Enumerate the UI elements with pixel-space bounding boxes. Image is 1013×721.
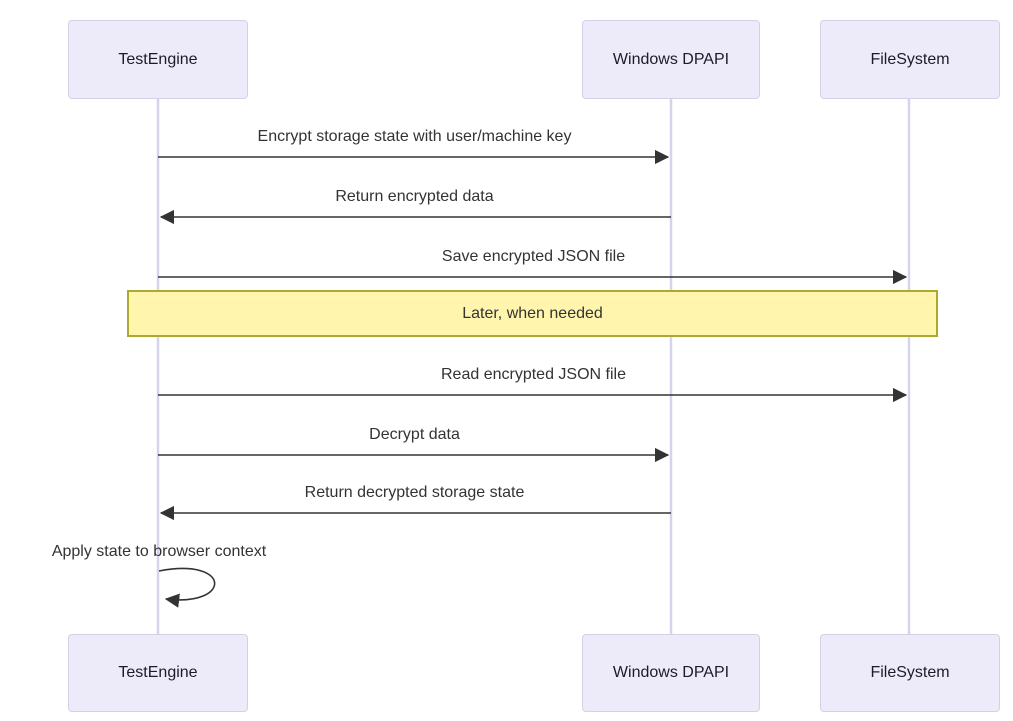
actor-top-windows-dpapi: Windows DPAPI <box>582 20 760 99</box>
actor-label: Windows DPAPI <box>612 50 730 68</box>
message-label-return-decrypted: Return decrypted storage state <box>304 484 525 501</box>
actor-bottom-filesystem: FileSystem <box>820 634 1000 712</box>
actor-top-testengine: TestEngine <box>68 20 248 99</box>
message-label-read-json: Read encrypted JSON file <box>441 366 626 383</box>
note-later-when-needed: Later, when needed <box>127 290 938 337</box>
message-label-return-encrypted: Return encrypted data <box>335 188 494 205</box>
actor-label: FileSystem <box>870 664 950 681</box>
actor-label: TestEngine <box>118 664 198 681</box>
message-label-save-json: Save encrypted JSON file <box>441 248 626 265</box>
actor-bottom-testengine: TestEngine <box>68 634 248 712</box>
actor-label: Windows DPAPI <box>612 664 730 681</box>
message-label-encrypt: Encrypt storage state with user/machine … <box>257 128 572 145</box>
actor-label: FileSystem <box>870 50 950 68</box>
actor-top-filesystem: FileSystem <box>820 20 1000 99</box>
message-label-apply-state: Apply state to browser context <box>51 543 267 560</box>
message-arrow-self-loop <box>158 567 216 608</box>
message-label-decrypt: Decrypt data <box>369 426 460 443</box>
actor-label: TestEngine <box>118 50 198 68</box>
note-label: Later, when needed <box>462 304 603 322</box>
actor-bottom-windows-dpapi: Windows DPAPI <box>582 634 760 712</box>
